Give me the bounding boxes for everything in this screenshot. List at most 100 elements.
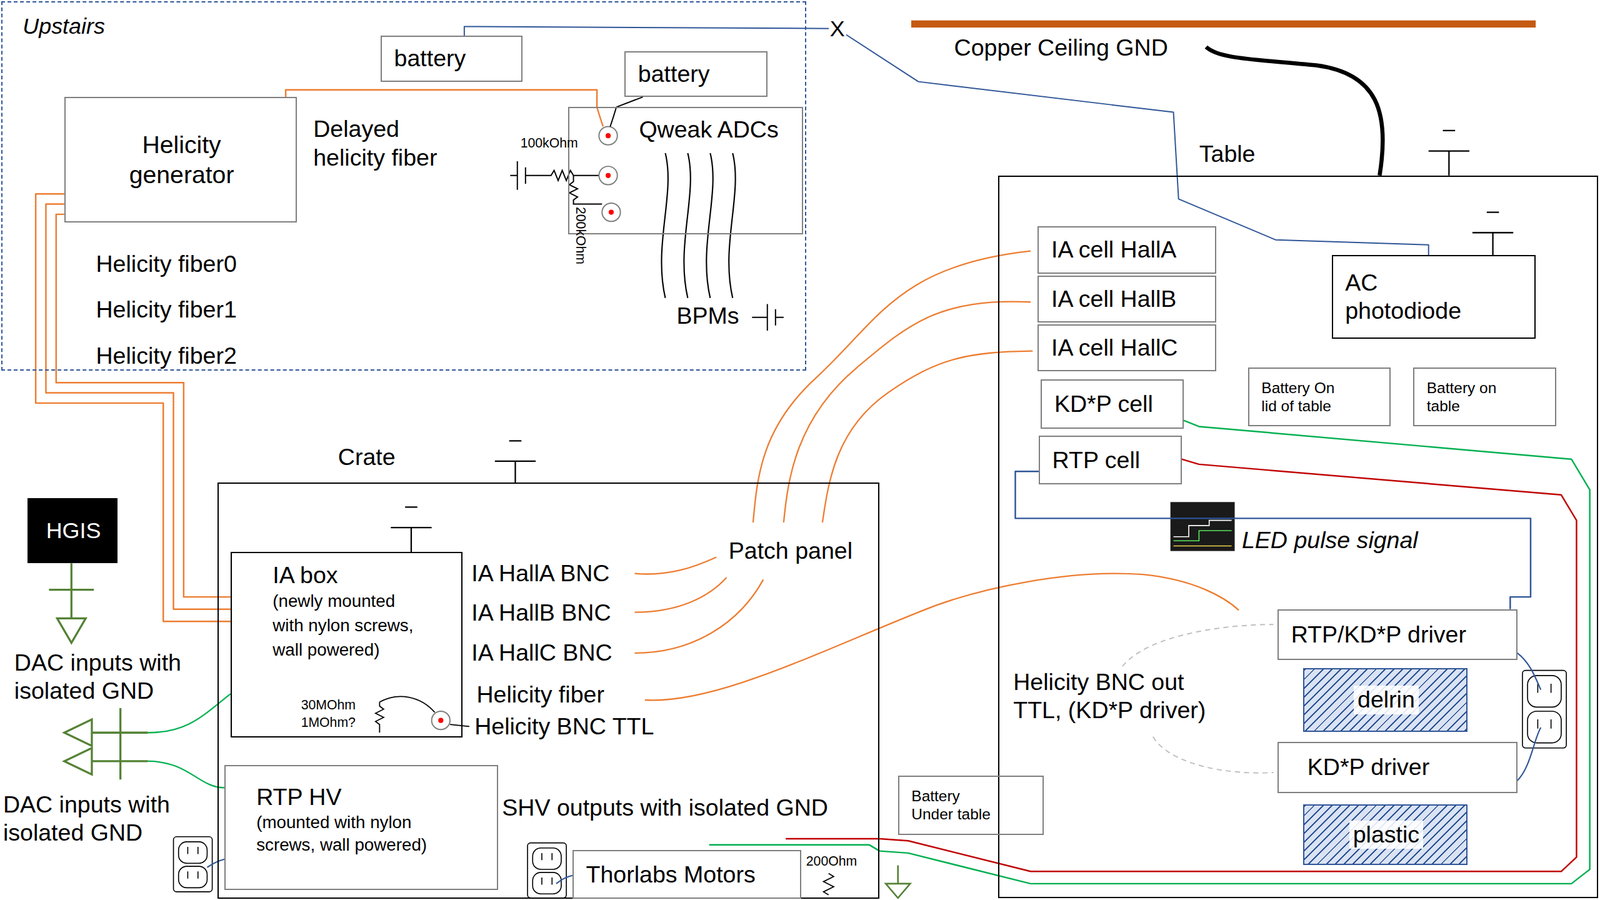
pockels-cell-box: KD*P cell xyxy=(1040,379,1184,429)
fiber-label: Helicity fiber0 xyxy=(95,250,237,279)
motor-box: Thorlabs Motors xyxy=(572,850,802,899)
connector-pin xyxy=(438,718,444,724)
scope-trace xyxy=(1173,545,1232,547)
connector-label: Helicity BNC TTL xyxy=(474,712,654,741)
adc-box: Qweak ADCs xyxy=(568,106,804,235)
battery-box: battery xyxy=(624,51,768,97)
hv-supply-box: RTP HV(mounted with nylon screws, wall p… xyxy=(224,765,499,890)
bnc-connector xyxy=(598,126,617,145)
isolated-ground-symbol xyxy=(885,865,910,898)
outlet-face xyxy=(532,848,562,870)
connector-pin xyxy=(605,133,611,139)
connector-pin xyxy=(605,173,611,179)
power-cord xyxy=(206,859,225,868)
bpm-cables xyxy=(661,153,735,299)
node-title: battery xyxy=(394,44,467,73)
ground-label: Copper Ceiling GND xyxy=(954,33,1169,62)
pockels-cell-box: RTP cell xyxy=(1038,435,1182,485)
outlet-face xyxy=(178,841,208,864)
resistor-value: 1MOhm? xyxy=(301,714,356,730)
patch-cable xyxy=(635,556,717,574)
connector-label: Helicity fiber xyxy=(476,680,604,709)
ground-wire xyxy=(148,761,225,788)
scope-screenshot xyxy=(1170,501,1235,551)
patch-cable xyxy=(783,301,1031,523)
node-title: plastic xyxy=(1349,820,1424,849)
bnc-connector xyxy=(598,166,617,185)
patch-cable xyxy=(635,579,764,654)
patch-panel-label: Patch panel xyxy=(728,536,853,565)
leader-line xyxy=(450,724,470,727)
node-title: RTP/KD*P driver xyxy=(1291,620,1467,649)
signal-label: Helicity BNC out TTL, (KD*P driver) xyxy=(1013,668,1223,725)
node-title: Crate xyxy=(338,443,396,472)
node-title: RTP cell xyxy=(1052,446,1141,475)
wire-stub xyxy=(610,106,617,127)
cable-connector xyxy=(1015,471,1530,609)
node-title: KD*P cell xyxy=(1054,390,1154,419)
wall-outlet xyxy=(173,836,213,892)
isolated-ground-symbol xyxy=(64,708,149,780)
resistor-value: 200Ohm xyxy=(806,853,857,869)
battery-resistor-symbol xyxy=(510,161,599,190)
battery-box: Battery On lid of table xyxy=(1248,367,1392,427)
scope-trace xyxy=(1173,520,1232,537)
resistor-value: 200kOhm xyxy=(573,206,589,265)
photodiode-box: AC photodiode xyxy=(1331,255,1537,339)
hgis-box: HGIS xyxy=(27,498,118,564)
hv-cable-stub xyxy=(785,838,880,840)
driver-box: KD*P driver xyxy=(1277,741,1518,794)
outlet-slots xyxy=(541,853,552,885)
battery-box: battery xyxy=(380,35,523,82)
node-title: KD*P driver xyxy=(1307,753,1430,782)
patch-cable xyxy=(635,577,727,613)
cable-connector xyxy=(879,420,1590,884)
mount-plate: plastic xyxy=(1303,804,1468,866)
copper-ceiling xyxy=(911,20,1536,28)
node-note: (newly mounted with nylon screws, wall p… xyxy=(272,589,426,663)
signal-label: LED pulse signal xyxy=(1241,526,1419,555)
output-label: SHV outputs with isolated GND xyxy=(501,793,829,822)
battery-symbol xyxy=(751,304,784,331)
fiber-label: Delayed helicity fiber xyxy=(313,115,477,172)
ground-symbol xyxy=(390,506,432,552)
node-title: Battery Under table xyxy=(911,786,999,824)
device-label: BPMs xyxy=(676,301,739,330)
resistor-symbol xyxy=(823,873,834,895)
scope-trace xyxy=(1173,530,1232,541)
battery-box: Battery on table xyxy=(1413,367,1557,427)
resistor-symbol xyxy=(569,175,602,205)
outlet-slots xyxy=(187,846,198,879)
battery-box: Battery Under table xyxy=(898,775,1044,835)
fiber-label: Helicity fiber2 xyxy=(95,341,237,370)
outlet-face xyxy=(1527,711,1562,744)
ground-label: DAC inputs with isolated GND xyxy=(3,790,208,847)
node-title: IA cell HallA xyxy=(1051,235,1177,264)
resistor-symbol xyxy=(375,701,384,733)
node-title: Battery on table xyxy=(1426,378,1514,416)
node-title: delrin xyxy=(1353,685,1419,714)
resistor-value: 30MOhm xyxy=(301,696,356,713)
node-title: Upstairs xyxy=(22,12,105,40)
wall-outlet xyxy=(527,843,567,899)
pockels-cell-box: IA cell HallA xyxy=(1037,226,1217,274)
resistor-value: 100kOhm xyxy=(520,135,579,151)
node-title: Battery On lid of table xyxy=(1261,378,1349,416)
ground-symbol xyxy=(1472,212,1514,256)
outlet-face xyxy=(1527,675,1562,708)
connector-pin xyxy=(608,210,614,215)
patch-cable xyxy=(753,251,1031,523)
connector-label: IA HallA BNC xyxy=(471,559,610,588)
ground-symbol xyxy=(495,440,536,483)
node-title: IA cell HallC xyxy=(1051,333,1178,362)
pockels-cell-box: IA cell HallC xyxy=(1037,324,1217,372)
node-title: IA box xyxy=(272,561,338,590)
isolated-ground-symbol xyxy=(48,563,94,643)
connector-label: IA HallC BNC xyxy=(471,638,612,667)
pockels-cell-box: IA cell HallB xyxy=(1037,275,1217,323)
fiber-stub xyxy=(596,106,604,127)
generator-box: Helicity generator xyxy=(64,96,297,223)
node-title: IA cell HallB xyxy=(1051,285,1177,314)
node-title: AC photodiode xyxy=(1345,268,1489,325)
wall-outlet xyxy=(1522,670,1567,749)
